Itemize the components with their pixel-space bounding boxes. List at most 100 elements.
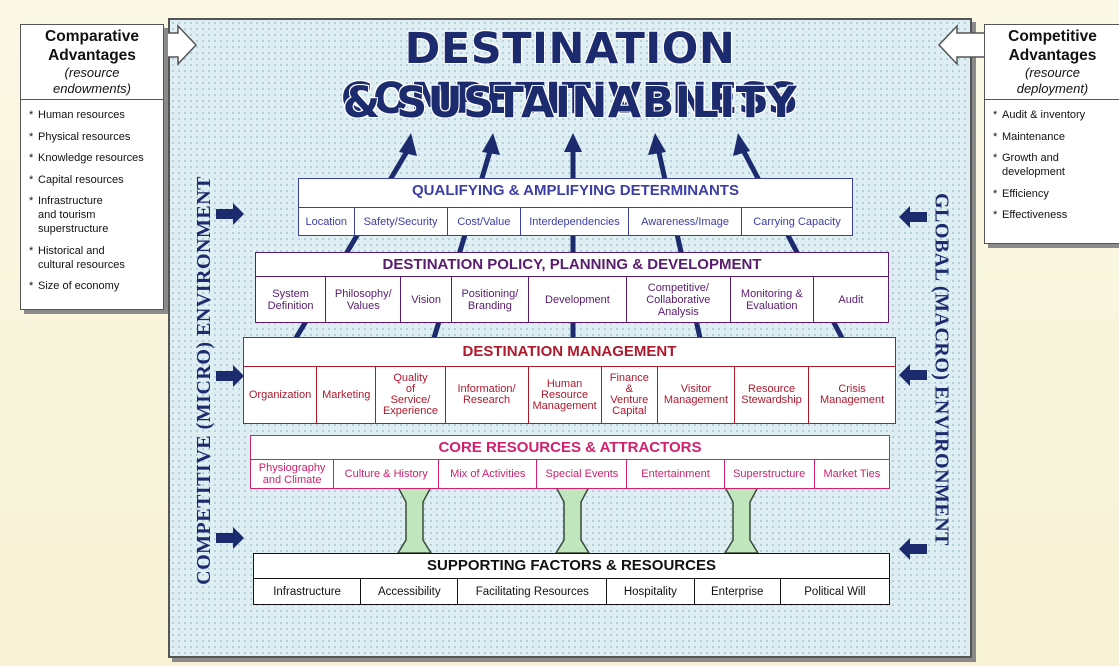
- competitive-list-item: * Growth and development: [993, 151, 1114, 179]
- core-cell: Culture & History: [334, 460, 440, 488]
- block-arrow-left: [937, 24, 989, 66]
- arrowhead-up: [564, 133, 582, 152]
- title-line-2: & SUSTAINABILITY: [342, 78, 798, 128]
- bullet-star: *: [993, 187, 998, 200]
- competitive-list-item: * Maintenance: [993, 130, 1114, 144]
- list-item-text: Efficiency: [1002, 187, 1049, 200]
- comparative-title: Comparative Advantages: [45, 28, 139, 64]
- qualifying-cell: Carrying Capacity: [753, 215, 841, 228]
- management-cell: Resource Stewardship: [735, 367, 810, 423]
- comparative-advantages-box: Comparative Advantages (resource endowme…: [20, 24, 164, 310]
- competitive-list-item: * Audit & inventory: [993, 108, 1114, 122]
- competitive-subtitle: (resource deployment): [1016, 65, 1089, 96]
- comparative-list-item: * Knowledge resources: [29, 151, 157, 165]
- comparative-list: *Human resources*Physical resources*Know…: [21, 100, 163, 293]
- policy-cell: Philosophy/ Values: [326, 277, 402, 322]
- policy-cell: Development: [529, 277, 627, 322]
- band-title: DESTINATION MANAGEMENT: [462, 343, 677, 360]
- comparative-list-item: * Physical resources: [29, 130, 157, 144]
- management-cell: Marketing: [317, 367, 377, 423]
- supporting-cell: Political Will: [804, 585, 866, 598]
- supporting-cell: Enterprise: [695, 579, 781, 604]
- macro-environment-label: GLOBAL (MACRO) ENVIRONMENT: [930, 193, 953, 547]
- env-arrow-right: [216, 203, 244, 225]
- bullet-star: *: [993, 152, 998, 164]
- bullet-star: *: [993, 109, 998, 121]
- list-item-text: Size of economy: [38, 280, 120, 292]
- list-item-text: Capital resources: [38, 173, 124, 186]
- comparative-list-item: * Capital resources: [29, 173, 157, 187]
- competitive-title: Competitive Advantages: [1008, 28, 1097, 64]
- env-arrow-left: [899, 364, 927, 386]
- band-title: DESTINATION POLICY, PLANNING & DEVELOPME…: [382, 256, 762, 273]
- core-cell: Special Events: [537, 460, 628, 488]
- list-item-text: Knowledge resources: [38, 152, 144, 164]
- comparative-list-item: *Human resources: [29, 108, 157, 122]
- list-item-text: Physical resources: [38, 130, 131, 143]
- management-cell: Human Resource Management: [529, 367, 602, 423]
- env-arrow-left: [899, 538, 927, 560]
- supporting-cell: Infrastructure: [254, 579, 362, 604]
- management-cell: Quality of Service/ Experience: [376, 367, 446, 423]
- qualifying-determinants-band: QUALIFYING & AMPLIFYING DETERMINANTS Loc…: [298, 178, 853, 236]
- supporting-factors-band: SUPPORTING FACTORS & RESOURCES Infrastru…: [253, 553, 890, 605]
- env-arrow-right: [216, 365, 244, 387]
- management-cell: Information/ Research: [446, 367, 529, 423]
- micro-environment-label-wrap: COMPETITIVE (MICRO) ENVIRONMENT: [191, 150, 217, 610]
- policy-cell: Monitoring & Evaluation: [731, 277, 814, 322]
- arrowhead-up: [482, 133, 500, 155]
- supporting-cell: Accessibility: [361, 579, 459, 604]
- band-title: CORE RESOURCES & ATTRACTORS: [438, 439, 702, 456]
- env-arrow-right: [216, 527, 244, 549]
- policy-cell: Vision: [401, 277, 452, 322]
- list-item-text: Maintenance: [1002, 130, 1065, 143]
- title-line-1: DESTINATION COMPETITIVENESS: [341, 24, 799, 124]
- band-title: SUPPORTING FACTORS & RESOURCES: [427, 557, 716, 574]
- pillar: [554, 486, 591, 554]
- bullet-star: *: [29, 109, 34, 121]
- qualifying-cell: Cost/Value: [448, 208, 521, 235]
- bullet-star: *: [993, 209, 998, 221]
- competitive-list-item: * Efficiency: [993, 187, 1114, 201]
- arrowhead-up: [399, 133, 417, 156]
- bullet-star: *: [29, 280, 34, 292]
- arrowhead-up: [648, 133, 666, 155]
- management-cell: Finance & Venture Capital: [602, 367, 658, 423]
- bullet-star: *: [29, 244, 34, 257]
- comparative-list-item: * Infrastructure and tourism superstructu…: [29, 194, 157, 236]
- competitive-list: * Audit & inventory * Maintenance * Growth an…: [985, 100, 1119, 222]
- management-cell: Organization: [244, 367, 318, 423]
- core-cell: Market Ties: [823, 468, 881, 480]
- arrowhead-up: [733, 133, 750, 156]
- comparative-subtitle: (resource endowments): [52, 65, 132, 96]
- pillar: [723, 486, 760, 554]
- qualifying-cell: Awareness/Image: [629, 208, 743, 235]
- list-item-text: Effectiveness: [1002, 209, 1068, 221]
- bullet-star: *: [29, 195, 34, 207]
- qualifying-cell: Location: [299, 208, 355, 235]
- competitive-list-item: * Effectiveness: [993, 208, 1114, 222]
- bullet-star: *: [993, 130, 998, 143]
- core-cell: Mix of Activities: [439, 460, 538, 488]
- management-cell: Visitor Management: [658, 367, 735, 423]
- policy-cell: Audit: [838, 293, 864, 306]
- core-cell: Entertainment: [627, 460, 725, 488]
- list-item-text: Audit & inventory: [1002, 109, 1086, 121]
- qualifying-cell: Interdependencies: [521, 208, 630, 235]
- bullet-star: *: [29, 130, 34, 143]
- list-item-text: Infrastructure and tourism superstructur…: [38, 195, 109, 235]
- bullet-star: *: [29, 173, 34, 186]
- comparative-list-item: * Size of economy: [29, 279, 157, 293]
- core-cell: Physiography and Climate: [251, 460, 335, 488]
- band-title: QUALIFYING & AMPLIFYING DETERMINANTS: [412, 182, 739, 199]
- core-resources-band: CORE RESOURCES & ATTRACTORS Physiography…: [250, 435, 890, 489]
- policy-cell: System Definition: [256, 277, 327, 322]
- competitive-advantages-box: Competitive Advantages (resource deploym…: [984, 24, 1119, 244]
- policy-cell: Competitive/ Collaborative Analysis: [627, 277, 731, 322]
- list-item-text: Growth and development: [1002, 152, 1065, 178]
- bullet-star: *: [29, 152, 34, 164]
- macro-environment-label-wrap: GLOBAL (MACRO) ENVIRONMENT: [928, 150, 954, 590]
- qualifying-cell: Safety/Security: [355, 208, 448, 235]
- policy-cell: Positioning/ Branding: [452, 277, 529, 322]
